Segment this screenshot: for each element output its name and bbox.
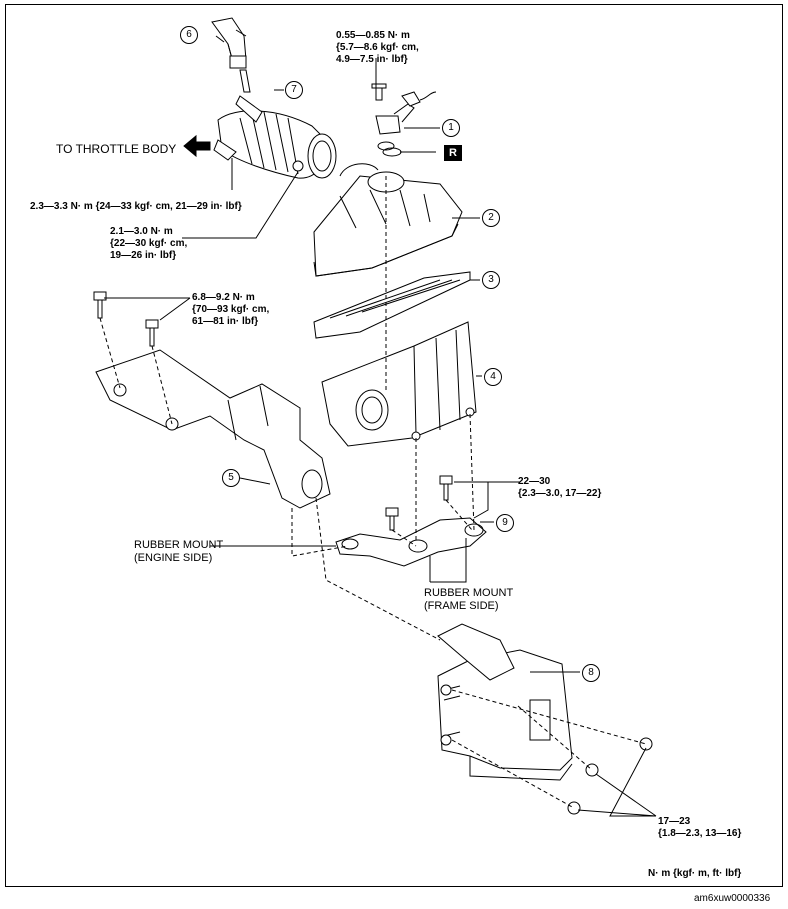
torque-duct-line3: 61—81 in· lbf} xyxy=(192,316,259,327)
part-6-connector xyxy=(211,17,251,93)
torque-resonator-line1: 17—23 xyxy=(658,816,691,827)
callout-6: 6 xyxy=(180,26,198,44)
part-4-lower-case xyxy=(321,321,477,447)
torque-duct-line2: {70—93 kgf· cm, xyxy=(192,304,270,315)
replace-mark: R xyxy=(444,145,462,161)
part-2-upper-cover xyxy=(313,163,463,277)
callout-4: 4 xyxy=(484,368,502,386)
torque-duct-line1: 6.8—9.2 N· m xyxy=(192,292,255,303)
torque-resonator-line2: {1.8—2.3, 13—16} xyxy=(658,828,742,839)
callout-8: 8 xyxy=(582,664,600,682)
torque-hose-clamp: 2.3—3.3 N· m {24—33 kgf· cm, 21—29 in· l… xyxy=(30,201,242,212)
throttle-arrow xyxy=(183,134,211,158)
callout-9: 9 xyxy=(496,514,514,532)
leader-lines xyxy=(104,35,657,817)
callout-3: 3 xyxy=(482,271,500,289)
torque-sensor-line1: 0.55—0.85 N· m xyxy=(336,30,410,41)
bolts-duct xyxy=(93,291,159,347)
image-id: am6xuw0000336 xyxy=(694,893,771,904)
part-8-resonator xyxy=(437,623,573,781)
callout-7: 7 xyxy=(285,81,303,99)
torque-clamp2-line1: 2.1—3.0 N· m xyxy=(110,226,173,237)
part-3-filter xyxy=(313,271,471,339)
nuts-resonator xyxy=(567,737,653,815)
torque-clamp2-line2: {22—30 kgf· cm, xyxy=(110,238,188,249)
to-throttle-body-label: TO THROTTLE BODY xyxy=(56,142,177,156)
torque-bracket-line1: 22—30 xyxy=(518,476,551,487)
part-9-bracket xyxy=(335,517,487,567)
rubber-mount-engine-line2: (ENGINE SIDE) xyxy=(134,552,213,564)
callout-2: 2 xyxy=(482,209,500,227)
callout-5: 5 xyxy=(222,469,240,487)
diagram-frame xyxy=(5,4,783,887)
rubber-mount-frame-line2: (FRAME SIDE) xyxy=(424,600,499,612)
torque-bracket-line2: {2.3—3.0, 17—22} xyxy=(518,488,602,499)
bolts-bracket xyxy=(385,475,453,531)
part-1-sensor xyxy=(371,83,437,151)
torque-sensor-line2: {5.7—8.6 kgf· cm, xyxy=(336,42,419,53)
part-5-duct xyxy=(95,349,331,509)
torque-clamp2-line3: 19—26 in· lbf} xyxy=(110,250,177,261)
rubber-mount-frame-line1: RUBBER MOUNT xyxy=(424,587,514,599)
part-7-air-hose xyxy=(213,95,337,179)
assembly-lines xyxy=(99,176,647,809)
torque-sensor-line3: 4.9—7.5 in· lbf} xyxy=(336,54,408,65)
rubber-mount-engine-line1: RUBBER MOUNT xyxy=(134,539,224,551)
callout-1: 1 xyxy=(442,119,460,137)
units-legend: N· m {kgf· m, ft· lbf} xyxy=(648,868,742,879)
